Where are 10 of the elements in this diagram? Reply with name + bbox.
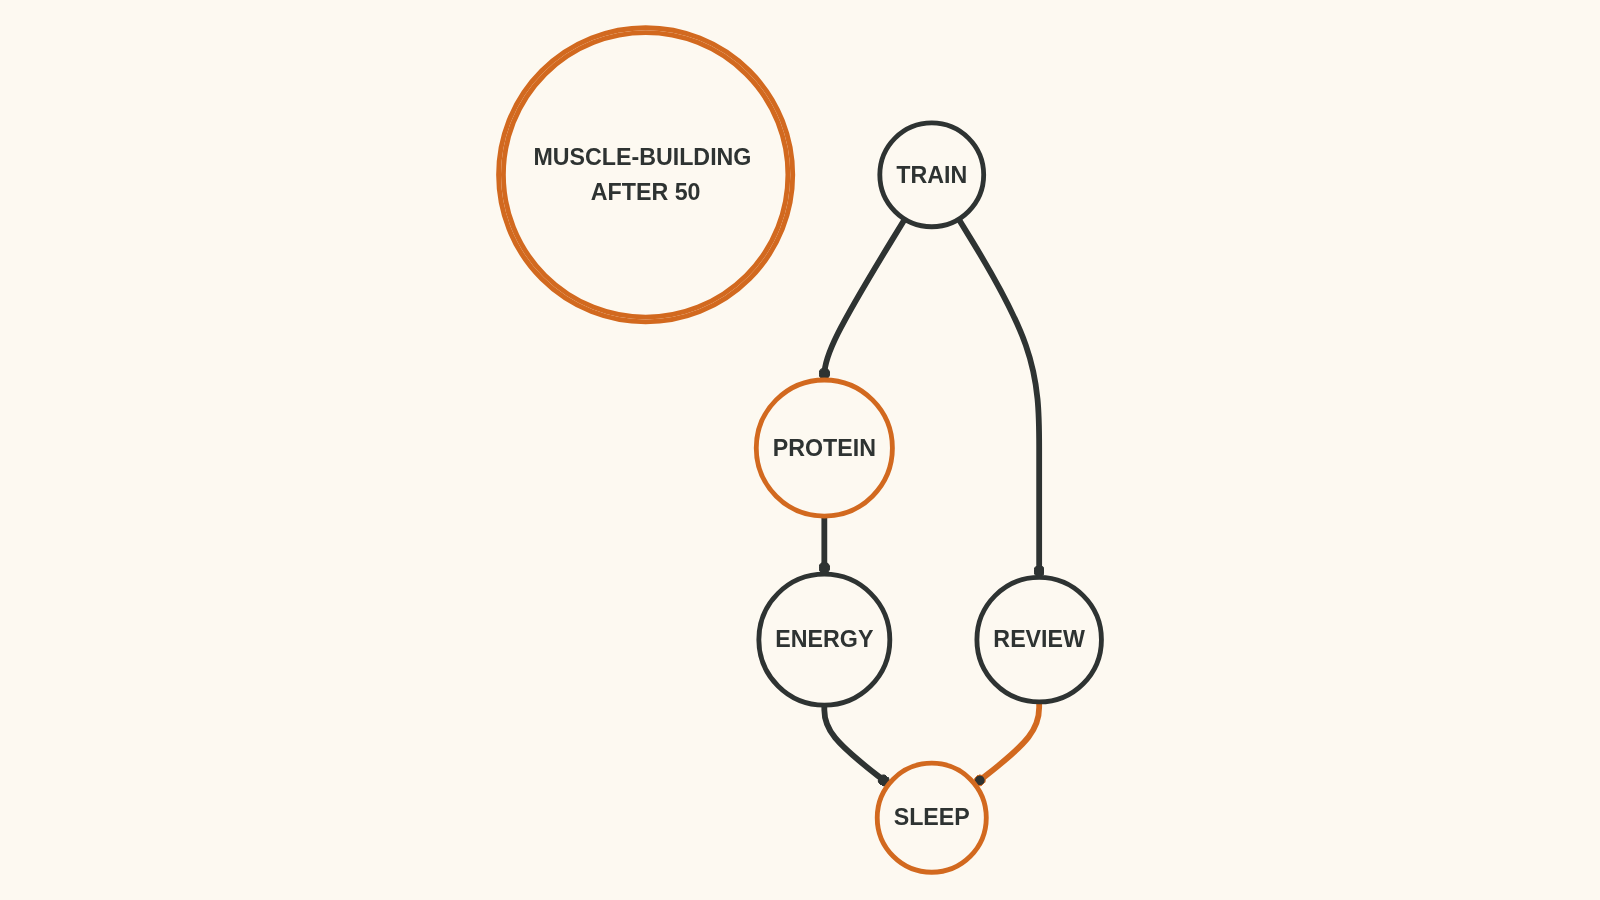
node-circle: MUSCLE-BUILDING AFTER 50 (496, 25, 796, 325)
node-circle: SLEEP (874, 760, 989, 875)
node-circle: TRAIN (877, 120, 987, 230)
connector (821, 705, 891, 787)
node-circle: REVIEW (974, 574, 1104, 705)
node-circle: PROTEIN (753, 377, 895, 519)
connector (818, 217, 908, 380)
connector (818, 516, 831, 575)
node-circle: ENERGY (756, 571, 893, 708)
connector (973, 701, 1043, 787)
